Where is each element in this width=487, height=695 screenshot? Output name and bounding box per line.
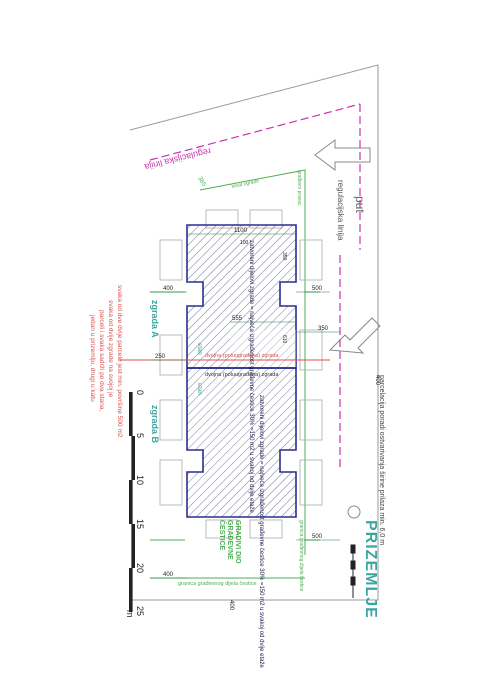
dim-555: 555 xyxy=(232,316,243,322)
parcel-outline xyxy=(129,64,379,601)
building-line-label: građevni pravac xyxy=(296,170,302,206)
dim-100: 100 xyxy=(240,240,249,246)
svg-text:25: 25 xyxy=(135,606,145,616)
wall-line-b-label: dvojna (poluugrađena) zgrada xyxy=(205,372,279,378)
svg-text:15: 15 xyxy=(135,519,145,529)
dim-350s: 350 xyxy=(281,252,287,261)
scale-labels: 0 5 10 15 20 25 m xyxy=(125,390,145,618)
svg-text:0: 0 xyxy=(135,390,145,395)
legend-line-1: svaka od dve dvije parcele jest min. pov… xyxy=(116,285,123,438)
outline-rectangles xyxy=(159,209,323,539)
wall-line-a-label: dvojna (poluugrađena) zgrada xyxy=(205,353,279,359)
building-zgrada-a xyxy=(186,224,297,369)
svg-text:ČESTICE: ČESTICE xyxy=(218,520,227,551)
road-arrow-icon xyxy=(314,139,371,171)
svg-text:5: 5 xyxy=(135,433,145,438)
svg-text:m: m xyxy=(125,610,135,618)
legend-line-4: jedan u prizemlju, drugi u katu xyxy=(89,314,96,402)
buildable-zone-label: GRADIVI DIO GRAĐEVNE ČESTICE xyxy=(218,520,241,564)
boundary-bottom-label: granica građevnog dijela čestice xyxy=(178,581,257,587)
svg-text:parcelacija poradi ostvarivanj: parcelacija poradi ostvarivanja širine p… xyxy=(378,375,385,545)
dim-350: 350 xyxy=(318,326,329,332)
building-zgrada-b xyxy=(186,367,297,518)
svg-text:GRAĐEVNE: GRAĐEVNE xyxy=(226,520,233,560)
dimension-lines xyxy=(150,233,340,579)
legend-line-2: svaka od dvije zgrade na svojoj je xyxy=(107,300,114,398)
mini-scale-bar xyxy=(350,544,356,598)
scale-bar xyxy=(129,392,135,612)
legend-notes: svaka od dve dvije parcele jest min. pov… xyxy=(89,285,123,438)
dim-500-top: 500 xyxy=(312,286,323,292)
page-title: PRIZEMLJE xyxy=(362,520,379,619)
balcon-b-label: etan xyxy=(196,383,202,395)
dim-400-top: 400 xyxy=(163,286,174,292)
parcel-note: parcelacija poradi ostvarivanja širine p… xyxy=(378,375,385,545)
dim-500-bottom: 500 xyxy=(312,534,323,540)
road-label: put xyxy=(353,196,367,213)
svg-text:20: 20 xyxy=(135,563,145,573)
balcon-a-label: etan xyxy=(196,343,202,355)
zone-text-b: zatvoreni dijelovi zgrade = najveća izgr… xyxy=(258,395,264,668)
zone-text-a: zatvoreni dijelovi zgrade = najveća izgr… xyxy=(248,240,254,513)
dim-1100: 1100 xyxy=(234,228,248,234)
regulation-line xyxy=(149,103,361,470)
dim-250: 250 xyxy=(155,354,166,360)
dim-365: 365 xyxy=(196,176,207,188)
svg-text:GRADIVI DIO: GRADIVI DIO xyxy=(234,520,241,564)
boundary-right-label: granica građevnog dijela čestice xyxy=(298,520,304,592)
dim-400-bottom: 400 xyxy=(163,572,174,578)
zgrada-b-label: zgrada B xyxy=(150,405,160,444)
dim-400-right: 400 xyxy=(374,375,380,386)
svg-text:10: 10 xyxy=(135,475,145,485)
zgrada-a-label: zgrada A xyxy=(150,300,160,338)
legend-line-3: parceli i svaka sadrži po dva stana, xyxy=(98,310,105,411)
regulation-line-side-label: regulacijska linija xyxy=(336,180,345,241)
side-arrow-icon xyxy=(328,317,381,354)
dim-400-bottom2: 400 xyxy=(228,600,234,611)
north-marker-icon xyxy=(347,505,361,519)
fence-line-label: lenat ograde xyxy=(231,178,260,190)
dim-610: 610 xyxy=(281,335,287,344)
